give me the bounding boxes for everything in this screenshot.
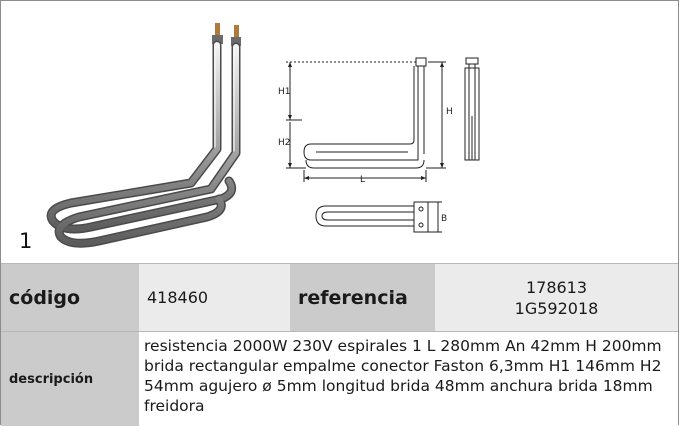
referencia-value: 178613 1G592018: [435, 264, 678, 331]
heating-element-photo: [46, 23, 241, 248]
technical-drawing: H1 H2 H L B: [278, 57, 480, 233]
dim-label-h: H: [446, 107, 453, 117]
connector-tip: [234, 25, 239, 39]
dim-label-b: B: [441, 214, 447, 224]
product-figure: H1 H2 H L B 1: [1, 1, 678, 263]
descripcion-value: resistencia 2000W 230V espirales 1 L 280…: [139, 332, 678, 426]
descripcion-label: descripción: [1, 332, 139, 426]
description-row: descripción resistencia 2000W 230V espir…: [1, 331, 678, 426]
code-row: código 418460 referencia 178613 1G592018: [1, 263, 678, 331]
connector-collar: [212, 35, 223, 44]
referencia-value-1: 178613: [525, 277, 588, 297]
dim-label-h2: H2: [278, 138, 291, 148]
connector-tip: [215, 23, 220, 37]
codigo-value: 418460: [139, 264, 290, 331]
dim-label-h1: H1: [278, 87, 291, 97]
connector-collar: [231, 37, 241, 46]
item-number: 1: [19, 229, 33, 253]
dim-label-l: L: [360, 175, 365, 185]
codigo-label: código: [1, 264, 139, 331]
referencia-label: referencia: [290, 264, 435, 331]
referencia-value-2: 1G592018: [514, 298, 599, 318]
